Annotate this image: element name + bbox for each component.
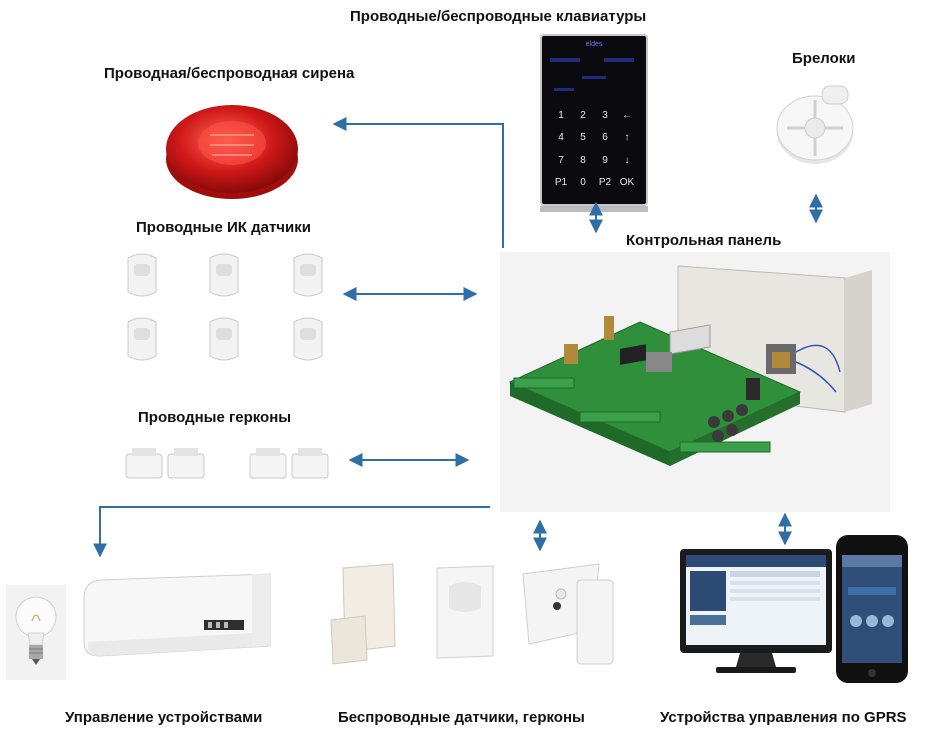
control-panel-image xyxy=(500,252,890,512)
ir-sensor xyxy=(293,317,323,361)
keypad-key: ↑ xyxy=(624,132,630,144)
ir-sensor xyxy=(209,317,239,361)
siren-image xyxy=(166,105,298,199)
wireless-sensors-image xyxy=(330,563,614,665)
light-bulb-image xyxy=(6,585,66,680)
siren-label: Проводная/беспроводная сирена xyxy=(104,65,355,82)
keypad-key: 6 xyxy=(602,132,608,144)
keypad-key: 2 xyxy=(580,109,586,121)
keypad-brand: eldes xyxy=(585,41,603,48)
keyfob-image xyxy=(776,85,854,164)
keypad-image: eldes 1 2 3 ← 4 5 6 ↑ 7 8 9 ↓ P1 0 P2 OK xyxy=(540,34,648,206)
ir-sensor xyxy=(127,317,157,361)
arrow-panel-to-device-control xyxy=(93,506,490,558)
ir-sensor xyxy=(209,253,239,297)
keypad-key: 3 xyxy=(602,109,608,121)
device-control-label: Управление устройствами xyxy=(65,709,263,726)
reed-switch xyxy=(125,448,205,479)
keypads-label: Проводные/беспроводные клавиатуры xyxy=(350,8,647,25)
ir-sensor xyxy=(293,253,323,297)
ir-sensor xyxy=(127,253,157,297)
keypad-key: 9 xyxy=(602,154,608,166)
reed-switches-image xyxy=(125,448,329,479)
wireless-door-sensor xyxy=(522,563,614,665)
keypad-key: P1 xyxy=(554,177,568,189)
keypad-key: 0 xyxy=(580,177,586,189)
gprs-devices-label: Устройства управления по GPRS xyxy=(660,709,907,726)
reed-switch xyxy=(249,448,329,479)
ir-sensors-image xyxy=(127,253,323,361)
ir-sensors-label: Проводные ИК датчики xyxy=(136,219,311,236)
keypad-key: ← xyxy=(622,109,632,121)
wireless-ir-sensor xyxy=(436,565,494,659)
phone xyxy=(836,535,908,683)
wireless-ir-sensor-with-bracket xyxy=(330,563,396,665)
reed-switches-label: Проводные герконы xyxy=(138,409,292,426)
keyfobs-label: Брелоки xyxy=(792,50,856,67)
monitor xyxy=(680,549,832,673)
keypad-key: 5 xyxy=(580,132,586,144)
arrow-panel-to-siren xyxy=(332,117,504,248)
air-conditioner-image xyxy=(83,573,271,657)
keypad-key: ↓ xyxy=(624,154,630,166)
keypad-key: P2 xyxy=(598,177,612,189)
keypad-key: OK xyxy=(619,177,635,189)
keypad-key: 1 xyxy=(558,109,564,121)
control-panel-label: Контрольная панель xyxy=(626,232,782,249)
keypad-key: 7 xyxy=(558,154,564,166)
keypad-key: 4 xyxy=(558,132,564,144)
gprs-devices-image xyxy=(680,535,908,683)
keypad-key: 8 xyxy=(580,154,586,166)
wireless-sensors-label: Беспроводные датчики, герконы xyxy=(338,709,585,726)
